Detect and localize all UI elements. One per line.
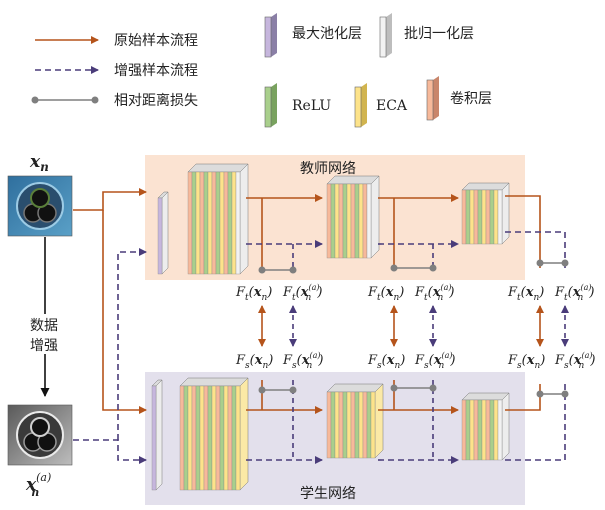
student-network-label: 学生网络: [300, 486, 356, 502]
teacher-feature-3: Ft(xn): [507, 285, 544, 303]
teacher-feature-aug-3: Ft(x(a)n): [554, 283, 594, 303]
teacher-feature-1: Ft(xn): [235, 285, 272, 303]
legend-max-pool-swatch: [265, 13, 277, 57]
legend-conv-swatch: [427, 76, 439, 120]
teacher-feature-aug-1: Ft(x(a)n): [282, 283, 322, 303]
teacher-stage2-block: [327, 176, 379, 258]
student-feature-1: Fs(xn): [235, 353, 273, 371]
legend-eca-label: ECA: [376, 98, 408, 114]
input-image-original: [8, 176, 72, 236]
teacher-stage1-pool: [158, 192, 168, 274]
teacher-stage1-block: [188, 164, 248, 274]
aug-x-label: x(a)n: [25, 471, 51, 499]
feature-pairs: Ft(xn) Ft(x(a)n) Fs(xn) Fs(x(a)n) Ft(xn) Ft(x…: [235, 283, 595, 371]
legend-relu-swatch: [265, 83, 277, 127]
legend-batch-norm-label: 批归一化层: [404, 25, 474, 42]
input-x-label: xn: [29, 152, 49, 174]
teacher-stage3-block: [462, 183, 509, 244]
student-stage2-block: [327, 384, 383, 458]
student-feature-3: Fs(xn): [507, 353, 545, 371]
student-feature-aug-1: Fs(x(a)n): [282, 351, 323, 371]
data-aug-label-2: 增强: [30, 338, 58, 354]
data-aug-label-1: 数据: [30, 318, 58, 334]
input-image-augmented: [8, 405, 72, 465]
student-feature-aug-2: Fs(x(a)n): [414, 351, 455, 371]
legend: 原始样本流程 增强样本流程 相对距离损失 最大池化层 批归一化层 ReLU EC…: [32, 13, 493, 127]
legend-batch-norm-swatch: [380, 13, 392, 57]
teacher-feature-2: Ft(xn): [367, 285, 404, 303]
student-stage1-block: [180, 378, 248, 490]
legend-original-label: 原始样本流程: [114, 33, 198, 49]
student-feature-aug-3: Fs(x(a)n): [554, 351, 595, 371]
input-flows: [73, 192, 146, 460]
legend-loss-label: 相对距离损失: [114, 92, 198, 109]
legend-relu-label: ReLU: [292, 98, 331, 114]
student-stage3-block: [462, 393, 509, 460]
teacher-network-label: 教师网络: [300, 161, 356, 177]
legend-conv-label: 卷积层: [450, 91, 492, 107]
student-feature-2: Fs(xn): [367, 353, 405, 371]
student-stage1-pool: [152, 380, 162, 490]
legend-eca-swatch: [355, 83, 367, 127]
legend-max-pool-label: 最大池化层: [292, 26, 362, 42]
teacher-feature-aug-2: Ft(x(a)n): [414, 283, 454, 303]
legend-augmented-label: 增强样本流程: [114, 63, 198, 79]
